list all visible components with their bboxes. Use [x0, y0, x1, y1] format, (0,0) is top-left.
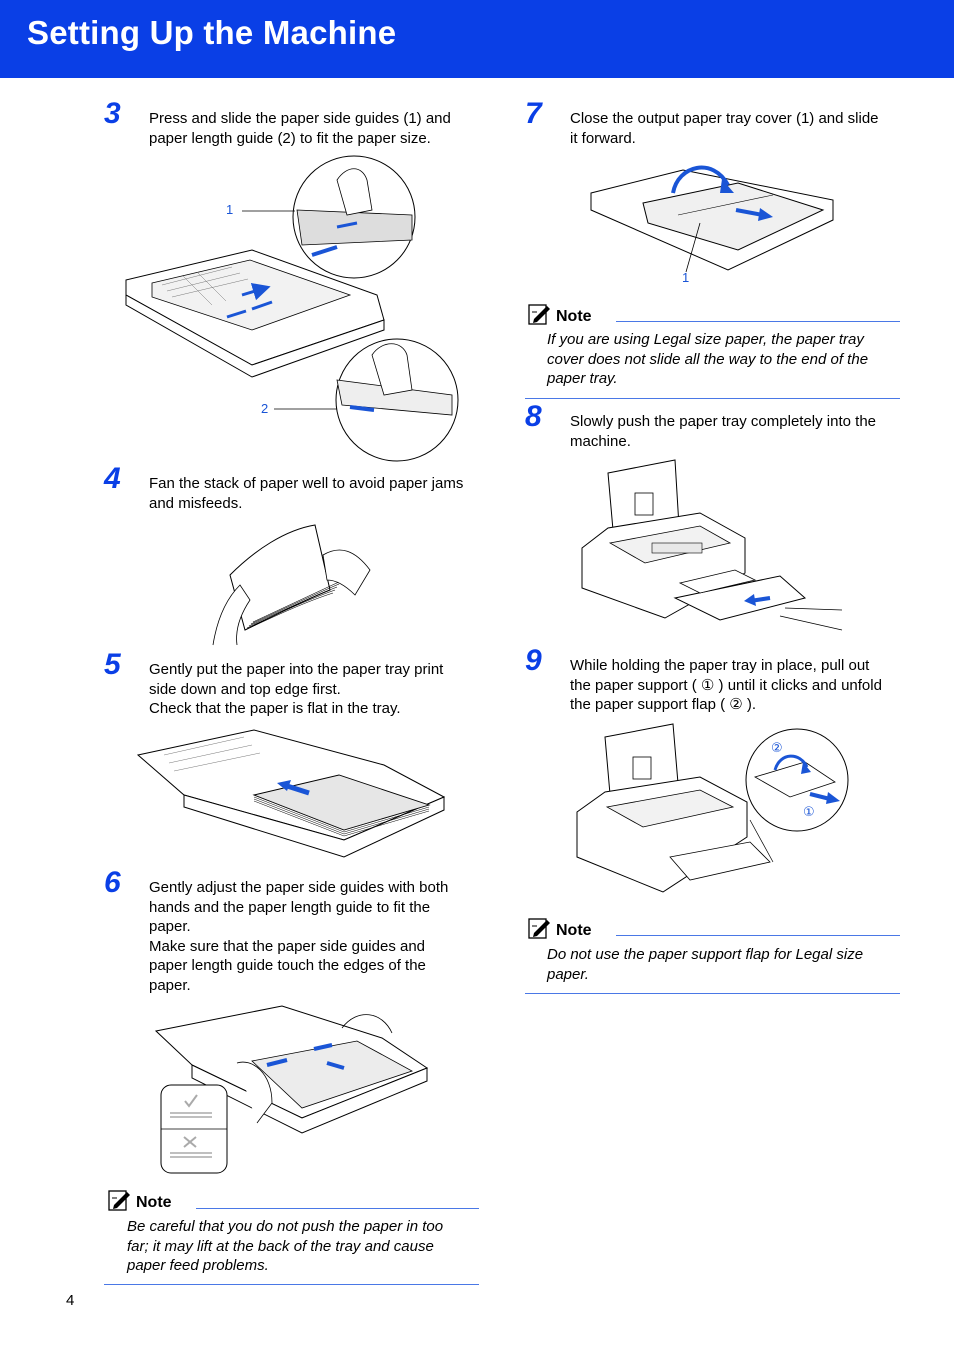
text-line: Check that the paper is flat in the tray…: [149, 700, 401, 717]
text-line: paper.: [149, 976, 191, 994]
note-text-3: Do not use the paper support flap for Le…: [547, 945, 863, 984]
step-text-4: Fan the stack of paper well to avoid pap…: [149, 474, 463, 513]
text-line: side down and top edge first.: [149, 680, 341, 698]
text-line: hands and the paper length guide to fit …: [149, 898, 431, 916]
note-top-rule: [616, 935, 900, 936]
text-line: paper.: [149, 918, 191, 935]
illustration-fan-paper: [205, 520, 380, 648]
callout-2: ②: [771, 740, 783, 755]
text-line: paper length guide touch the edges of th…: [149, 957, 426, 974]
text-line: While holding the paper tray in place, p…: [570, 657, 870, 674]
note-label: Note: [136, 1194, 172, 1211]
page-title: Setting Up the Machine: [27, 14, 397, 51]
note-top-rule: [616, 321, 900, 322]
text-line: paper.: [547, 965, 589, 983]
step-text-7: Close the output paper tray cover (1) an…: [570, 109, 879, 148]
illustration-paper-guides: [122, 155, 467, 465]
note-header-2: Note: [528, 302, 592, 326]
step-text-3: Press and slide the paper side guides (1…: [149, 109, 451, 148]
step-number-5: 5: [104, 648, 121, 681]
text-line: paper length guide (2) to fit the paper …: [149, 129, 431, 147]
callout-1: 1: [226, 202, 234, 217]
step-text-5: Gently put the paper into the paper tray…: [149, 660, 443, 719]
text-line: paper feed problems.: [127, 1257, 269, 1274]
text-line: the paper support ( ① ) until it clicks …: [570, 676, 882, 694]
text-line: paper tray.: [547, 370, 618, 387]
illustration-paper-support: [575, 722, 850, 902]
note-pencil-icon: [108, 1190, 130, 1211]
step-number-8: 8: [525, 400, 542, 433]
callout-1: ①: [803, 804, 815, 819]
note-header-1: Note: [108, 1188, 172, 1212]
callout-2: 2: [261, 401, 269, 416]
step-text-9: While holding the paper tray in place, p…: [570, 656, 882, 715]
step-number-3: 3: [104, 97, 121, 130]
text-line: machine.: [570, 432, 631, 450]
illustration-adjust-guides: [152, 1003, 437, 1178]
text-line: Gently put the paper into the paper tray…: [149, 661, 444, 678]
text-line: Fan the stack of paper well to avoid pap…: [149, 475, 464, 492]
text-line: it forward.: [570, 129, 636, 147]
note-pencil-icon: [528, 304, 550, 325]
page-number: 4: [66, 1292, 75, 1309]
note-text-1: Be careful that you do not push the pape…: [127, 1217, 443, 1276]
note-label: Note: [556, 922, 592, 939]
note-top-rule: [196, 1208, 479, 1209]
step-number-6: 6: [104, 866, 121, 899]
illustration-load-paper: [134, 725, 449, 865]
text-line: Make sure that the paper side guides and: [149, 937, 426, 955]
step-number-7: 7: [525, 97, 542, 130]
text-line: Close the output paper tray cover (1) an…: [570, 110, 879, 127]
callout-1: 1: [682, 270, 690, 285]
text-line: Gently adjust the paper side guides with…: [149, 879, 449, 896]
note-text-2: If you are using Legal size paper, the p…: [547, 330, 868, 389]
illustration-insert-tray: [580, 458, 845, 633]
text-line: If you are using Legal size paper, the p…: [547, 331, 864, 348]
step-text-8: Slowly push the paper tray completely in…: [570, 412, 876, 451]
text-line: and misfeeds.: [149, 494, 243, 512]
step-number-9: 9: [525, 644, 542, 677]
text-line: cover does not slide all the way to the …: [547, 350, 869, 368]
text-line: the paper support flap ( ② ).: [570, 696, 757, 713]
note-pencil-icon: [528, 918, 550, 939]
text-line: Press and slide the paper side guides (1…: [149, 110, 451, 127]
text-line: far; it may lift at the back of the tray…: [127, 1237, 434, 1255]
illustration-close-output-cover: [588, 155, 843, 275]
note-bottom-rule: [525, 993, 900, 994]
note-label: Note: [556, 308, 592, 325]
step-text-6: Gently adjust the paper side guides with…: [149, 878, 448, 995]
text-line: Do not use the paper support flap for Le…: [547, 946, 864, 963]
page-header: Setting Up the Machine: [0, 0, 954, 78]
note-bottom-rule: [104, 1284, 479, 1285]
note-header-3: Note: [528, 916, 592, 940]
note-bottom-rule: [525, 398, 900, 399]
text-line: Slowly push the paper tray completely in…: [570, 413, 876, 430]
step-number-4: 4: [104, 462, 121, 495]
text-line: Be careful that you do not push the pape…: [127, 1218, 444, 1235]
